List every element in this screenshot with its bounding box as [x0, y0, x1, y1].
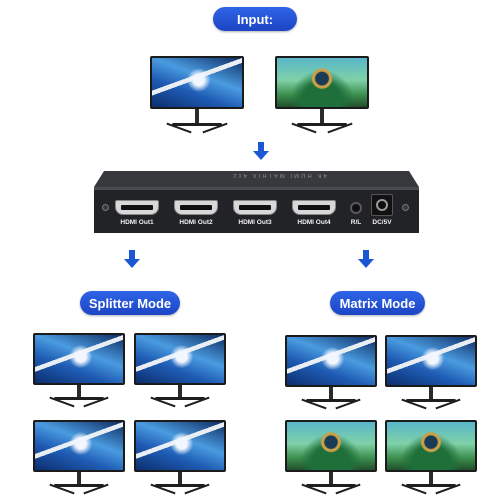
hdmi-matrix-device: 4K HDMI MATRIX 4x2 HDMI Out1 HDMI Out2 H…: [94, 165, 419, 233]
monitor-screen: [275, 56, 369, 109]
matrix-monitor-1: [285, 335, 377, 410]
splitter-mode-label: Splitter Mode: [80, 291, 180, 315]
hdmi-out3-port: [233, 200, 277, 215]
monitor-screen: [285, 420, 377, 472]
matrix-mode-label: Matrix Mode: [330, 291, 425, 315]
screw-right: [402, 204, 409, 211]
monitor-screen: [285, 335, 377, 387]
splitter-monitor-3: [33, 420, 125, 495]
power-port-label: DC/5V: [372, 219, 392, 226]
input-label: Input:: [213, 7, 297, 31]
hdmi-out3-label: HDMI Out3: [238, 219, 272, 226]
hdmi-out1-label: HDMI Out1: [120, 219, 154, 226]
input-monitor-1: [150, 56, 244, 134]
hdmi-out1-port: [115, 200, 159, 215]
monitor-screen: [33, 420, 125, 472]
splitter-monitor-2: [134, 333, 226, 408]
monitor-screen: [385, 420, 477, 472]
monitor-screen: [33, 333, 125, 385]
hdmi-out4-port: [292, 200, 336, 215]
device-top-text: 4K HDMI MATRIX 4x2: [231, 172, 327, 178]
splitter-monitor-4: [134, 420, 226, 495]
matrix-monitor-2: [385, 335, 477, 410]
power-port: [371, 194, 393, 216]
monitor-screen: [385, 335, 477, 387]
input-monitor-2: [275, 56, 369, 134]
splitter-monitor-1: [33, 333, 125, 408]
matrix-monitor-3: [285, 420, 377, 495]
audio-jack-label: R/L: [350, 219, 362, 226]
hdmi-out2-label: HDMI Out2: [179, 219, 213, 226]
hdmi-out2-port: [174, 200, 218, 215]
monitor-screen: [134, 333, 226, 385]
screw-left: [102, 204, 109, 211]
monitor-screen: [150, 56, 244, 109]
matrix-monitor-4: [385, 420, 477, 495]
monitor-screen: [134, 420, 226, 472]
audio-jack: [350, 202, 362, 214]
hdmi-out4-label: HDMI Out4: [297, 219, 331, 226]
